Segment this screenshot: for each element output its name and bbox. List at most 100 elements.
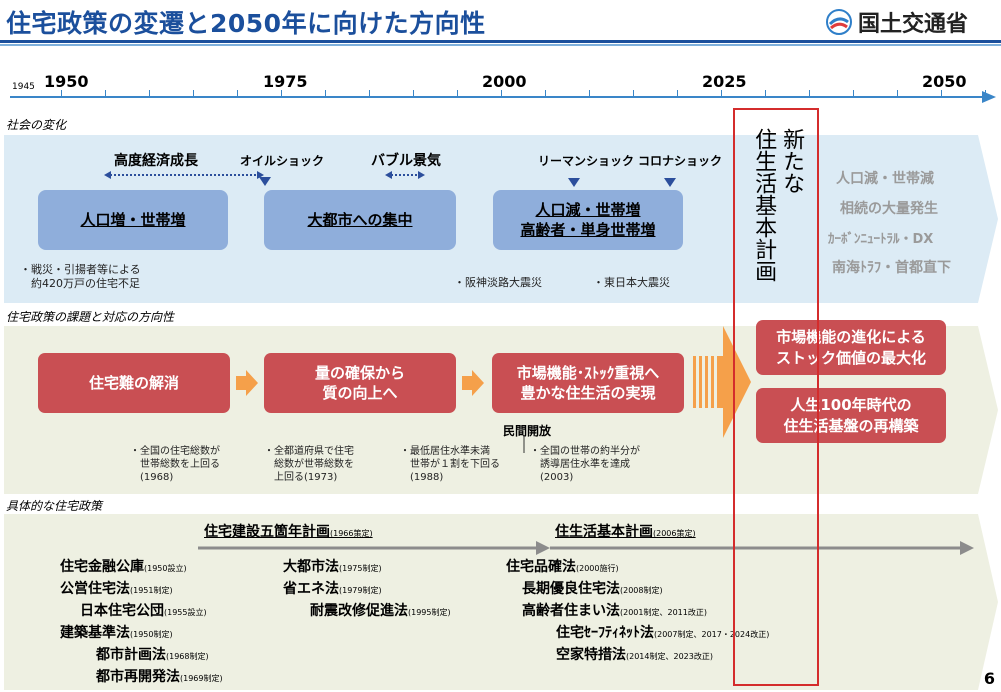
policy-city-planning-act: 都市計画法(1968制定) bbox=[96, 647, 209, 663]
page-title: 住宅政策の変遷と2050年に向けた方向性 bbox=[6, 9, 486, 38]
market-stock-box: 市場機能･ｽﾄｯｸ重視へ 豊かな住生活の実現 bbox=[492, 353, 684, 413]
population-increase-box: 人口増・世帯増 bbox=[38, 190, 228, 250]
policy-period-arrows bbox=[198, 541, 974, 555]
page-number: 6 bbox=[983, 669, 995, 688]
basic-plan-label: 住生活基本計画(2006策定) bbox=[555, 524, 696, 540]
lehman-shock-label: リーマンショック bbox=[538, 154, 635, 168]
timeline-tick bbox=[633, 90, 634, 98]
timeline-tick bbox=[413, 90, 414, 98]
year-2025: 2025 bbox=[702, 72, 747, 91]
timeline-tick bbox=[237, 90, 238, 98]
issue-arrow-1-icon bbox=[236, 370, 258, 396]
new-plan-text-col2: 住生活基本計画 bbox=[751, 128, 777, 282]
high-growth-label: 高度経済成長 bbox=[114, 153, 198, 169]
timeline-tick bbox=[721, 90, 722, 98]
policy-energy-conservation-act: 省エネ法(1979制定) bbox=[283, 581, 382, 597]
policy-seismic-retrofit-act: 耐震改修促進法(1995制定) bbox=[310, 603, 451, 619]
private-opening-label: 民間開放 bbox=[503, 424, 552, 438]
section-policies-label: 具体的な住宅政策 bbox=[6, 499, 103, 513]
policy-metropolitan-act: 大都市法(1975制定) bbox=[283, 559, 382, 575]
section-society-label: 社会の変化 bbox=[6, 118, 67, 132]
aging-box-line2: 高齢者・単身世帯増 bbox=[520, 221, 656, 239]
policy-elderly-housing-act: 高齢者住まい法(2001制定、2011改正) bbox=[522, 603, 707, 619]
mlit-logo: 国土交通省 bbox=[826, 6, 968, 38]
timeline-tick bbox=[765, 90, 766, 98]
policies-band bbox=[4, 514, 998, 690]
policy-housing-loan-corp: 住宅金融公庫(1950設立) bbox=[60, 559, 187, 575]
title-rule-light bbox=[0, 44, 1001, 46]
new-basic-plan-frame bbox=[733, 108, 819, 686]
mlit-logo-icon bbox=[826, 9, 852, 35]
issue-note-1988: ・最低居住水準未満 世帯が１割を下回る (1988) bbox=[400, 446, 500, 483]
bubble-arrow bbox=[385, 171, 425, 179]
year-1950: 1950 bbox=[44, 72, 89, 91]
policy-vacant-house-act: 空家特措法(2014制定、2023改正) bbox=[556, 647, 713, 663]
quality-box-line2: 質の向上へ bbox=[322, 384, 398, 402]
timeline-tick bbox=[281, 90, 282, 98]
oil-shock-marker-icon bbox=[259, 177, 271, 186]
year-1945: 1945 bbox=[12, 82, 35, 92]
market-box-line2: 豊かな住生活の実現 bbox=[520, 384, 656, 402]
timeline-tick bbox=[853, 90, 854, 98]
life-100-box: 人生100年時代の 住生活基盤の再構築 bbox=[756, 388, 946, 443]
market-box-line1: 市場機能･ｽﾄｯｸ重視へ bbox=[516, 363, 660, 382]
corona-shock-label: コロナショック bbox=[638, 154, 723, 168]
section-issues-label: 住宅政策の課題と対応の方向性 bbox=[6, 310, 175, 324]
timeline-tick bbox=[325, 90, 326, 98]
future-trend-4: 南海ﾄﾗﾌ・首都直下 bbox=[832, 260, 951, 276]
future-trend-2: 相続の大量発生 bbox=[840, 201, 938, 217]
policy-housing-quality-act: 住宅品確法(2000施行) bbox=[506, 559, 619, 575]
oil-shock-label: オイルショック bbox=[240, 154, 325, 168]
timeline-tick bbox=[149, 90, 150, 98]
metro-concentration-box: 大都市への集中 bbox=[264, 190, 456, 250]
timeline-tick bbox=[457, 90, 458, 98]
timeline-tick bbox=[61, 90, 62, 98]
year-1975: 1975 bbox=[263, 72, 308, 91]
timeline-tick bbox=[589, 90, 590, 98]
market-evolution-box: 市場機能の進化による ストック価値の最大化 bbox=[756, 320, 946, 375]
timeline-tick bbox=[985, 90, 986, 98]
market-evolution-line2: ストック価値の最大化 bbox=[775, 348, 926, 367]
life-100-line1: 人生100年時代の bbox=[790, 396, 912, 415]
future-trend-1: 人口減・世帯減 bbox=[836, 171, 934, 187]
issue-note-1968: ・全国の住宅総数が 世帯総数を上回る (1968) bbox=[130, 446, 220, 483]
postwar-shortage-note: ・戦災・引揚者等による 約420万戸の住宅不足 bbox=[20, 263, 141, 291]
market-evolution-line1: 市場機能の進化による bbox=[776, 328, 926, 347]
policy-housing-corporation: 日本住宅公団(1955設立) bbox=[80, 603, 207, 619]
policy-long-life-housing-act: 長期優良住宅法(2008制定) bbox=[522, 581, 663, 597]
aging-box-line1: 人口減・世帯増 bbox=[535, 200, 641, 219]
tohoku-quake-note: ・東日本大震災 bbox=[593, 276, 670, 289]
logo-text: 国土交通省 bbox=[858, 12, 969, 37]
policy-building-standards-act: 建築基準法(1950制定) bbox=[60, 625, 173, 641]
bubble-label: バブル景気 bbox=[371, 153, 441, 169]
timeline-axis bbox=[10, 96, 990, 98]
timeline-tick bbox=[193, 90, 194, 98]
timeline-tick bbox=[369, 90, 370, 98]
year-2050: 2050 bbox=[922, 72, 967, 91]
title-rule bbox=[0, 40, 1001, 43]
issue-note-1973: ・全都道府県で住宅 総数が世帯総数を 上回る(1973) bbox=[264, 446, 354, 483]
policy-urban-redevelopment-act: 都市再開発法(1969制定) bbox=[96, 669, 223, 685]
quality-box-line1: 量の確保から bbox=[314, 363, 405, 382]
timeline-tick bbox=[105, 90, 106, 98]
lehman-marker-icon bbox=[568, 178, 580, 187]
policy-public-housing-act: 公営住宅法(1951制定) bbox=[60, 581, 173, 597]
aging-single-household-box: 人口減・世帯増 高齢者・単身世帯増 bbox=[493, 190, 683, 250]
issue-note-2003: ・全国の世帯の約半分が 誘導居住水準を達成 (2003) bbox=[530, 446, 640, 483]
timeline-tick bbox=[677, 90, 678, 98]
corona-marker-icon bbox=[664, 178, 676, 187]
year-2000: 2000 bbox=[482, 72, 527, 91]
timeline-tick bbox=[941, 90, 942, 98]
timeline-tick bbox=[809, 90, 810, 98]
issue-arrow-2-icon bbox=[462, 370, 484, 396]
hanshin-quake-note: ・阪神淡路大震災 bbox=[454, 276, 542, 289]
timeline-tick bbox=[545, 90, 546, 98]
housing-shortage-box: 住宅難の解消 bbox=[38, 353, 230, 413]
private-opening-line bbox=[523, 437, 525, 453]
future-trend-3: ｶｰﾎﾞﾝﾆｭｰﾄﾗﾙ・DX bbox=[828, 232, 934, 247]
policy-housing-safety-net-act: 住宅ｾｰﾌﾃｨﾈｯﾄ法(2007制定、2017・2024改正) bbox=[556, 625, 770, 641]
new-plan-text-col1: 新たな bbox=[779, 128, 805, 194]
five-year-plan-label: 住宅建設五箇年計画(1966策定) bbox=[204, 524, 373, 540]
timeline-tick bbox=[897, 90, 898, 98]
quantity-to-quality-box: 量の確保から 質の向上へ bbox=[264, 353, 456, 413]
